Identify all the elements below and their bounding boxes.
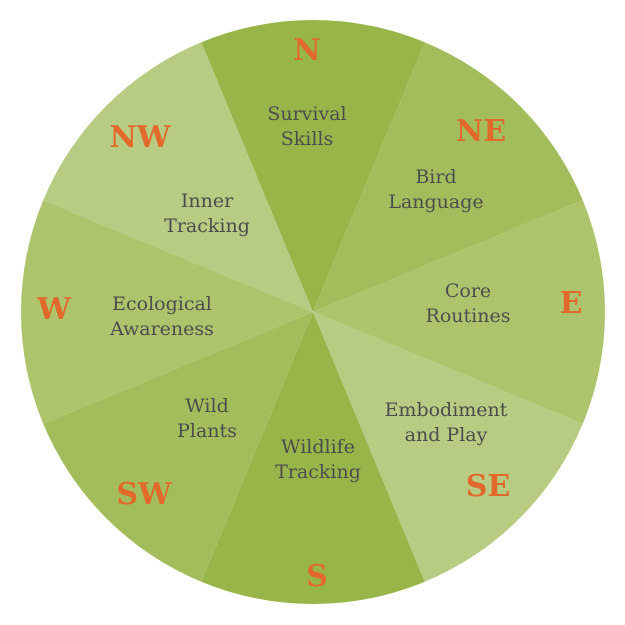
sector-label-sw: Wild bbox=[185, 395, 229, 417]
sector-label-w: Awareness bbox=[109, 318, 214, 340]
direction-label-se: SE bbox=[466, 469, 511, 504]
direction-label-ne: NE bbox=[456, 114, 506, 149]
sector-label-nw: Inner bbox=[181, 190, 234, 212]
direction-label-n: N bbox=[293, 33, 320, 68]
sector-label-s: Tracking bbox=[275, 461, 361, 483]
direction-label-e: E bbox=[560, 286, 583, 321]
sector-label-ne: Language bbox=[388, 191, 483, 213]
sector-label-w: Ecological bbox=[112, 293, 212, 315]
sector-label-e: Routines bbox=[426, 305, 511, 327]
direction-label-nw: NW bbox=[109, 120, 171, 155]
sector-label-sw: Plants bbox=[177, 420, 237, 442]
sector-label-s: Wildlife bbox=[281, 436, 355, 458]
direction-label-sw: SW bbox=[116, 477, 173, 512]
sector-label-nw: Tracking bbox=[164, 215, 250, 237]
direction-label-w: W bbox=[36, 292, 72, 327]
sector-ne bbox=[313, 42, 583, 313]
sector-label-n: Skills bbox=[281, 128, 334, 150]
sector-s bbox=[201, 312, 425, 604]
sector-se bbox=[313, 312, 583, 582]
sector-label-ne: Bird bbox=[415, 166, 456, 188]
sector-label-e: Core bbox=[445, 280, 491, 302]
direction-label-s: S bbox=[306, 559, 328, 594]
sector-label-se: Embodiment bbox=[385, 399, 508, 421]
sector-n bbox=[201, 20, 425, 313]
sector-e bbox=[313, 200, 605, 424]
sector-w bbox=[20, 200, 313, 424]
sector-nw bbox=[43, 42, 314, 313]
sector-label-n: Survival bbox=[267, 103, 346, 125]
sector-sw bbox=[43, 312, 314, 582]
sector-label-se: and Play bbox=[405, 424, 488, 446]
